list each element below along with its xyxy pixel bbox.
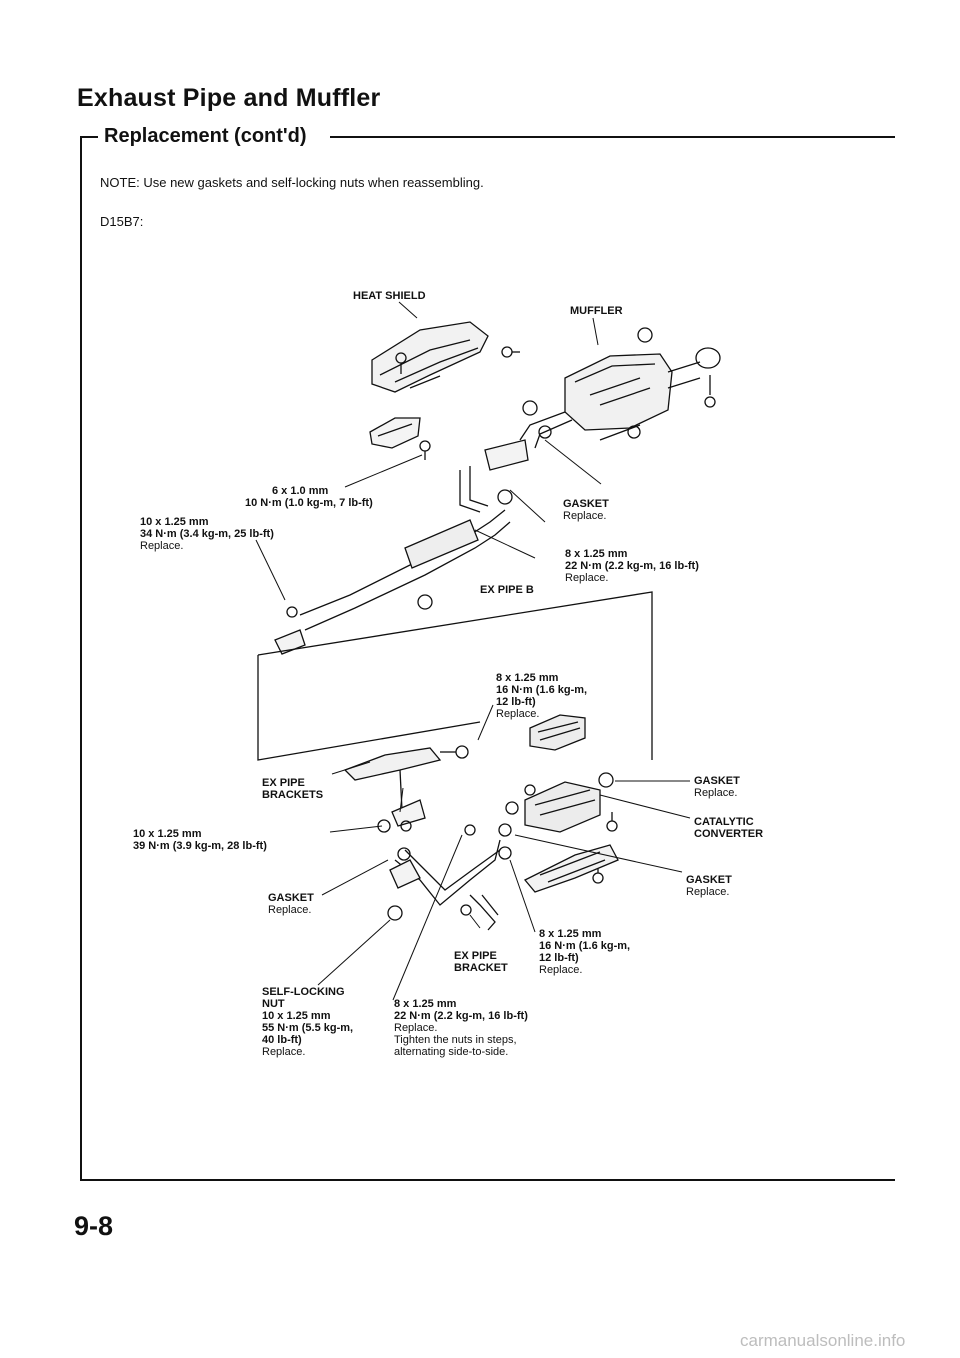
subtitle-rule-left <box>80 136 98 138</box>
catalytic-converter-callout: CATALYTIC CONVERTER <box>694 816 763 840</box>
ex-pipe-brackets-line2: BRACKETS <box>262 789 324 801</box>
gasket-muffler-callout: GASKET Replace. <box>563 498 609 522</box>
bolt-10x125-lower-callout: 10 x 1.25 mm 39 N·m (3.9 kg-m, 28 lb-ft) <box>133 828 267 852</box>
nut-8x125-muffler-size: 8 x 1.25 mm <box>565 548 628 560</box>
nut-8x125-front-tip-1: Tighten the nuts in steps, <box>394 1034 517 1046</box>
self-locking-nut-line2: NUT <box>262 998 285 1010</box>
nut-8x125-cat-action: Replace. <box>539 964 583 976</box>
page-number: 9-8 <box>74 1211 114 1241</box>
self-locking-nut-torque-1: 55 N·m (5.5 kg-m, <box>262 1022 354 1034</box>
nut-8x125-front-size: 8 x 1.25 mm <box>394 998 457 1010</box>
muffler-label: MUFFLER <box>570 305 623 317</box>
section-subtitle: Replacement (cont'd) <box>104 125 307 147</box>
watermark-text: carmanualsonline.info <box>740 1331 906 1350</box>
bolt-10x125-lower-torque: 39 N·m (3.9 kg-m, 28 lb-ft) <box>133 840 267 852</box>
gasket-cat-rear-callout: GASKET Replace. <box>694 775 740 799</box>
gasket-cat-front-name: GASKET <box>686 874 732 886</box>
nut-8x125-muffler-torque: 22 N·m (2.2 kg-m, 16 lb-ft) <box>565 560 699 572</box>
bolt-8x125-bracket-torque-1: 16 N·m (1.6 kg-m, <box>496 684 588 696</box>
engine-model: D15B7: <box>100 214 144 229</box>
self-locking-nut-action: Replace. <box>262 1046 306 1058</box>
bolt-6x1-torque-callout: 10 N·m (1.0 kg-m, 7 lb-ft) <box>245 497 373 509</box>
ex-pipe-brackets-callout: EX PIPE BRACKETS <box>262 777 323 801</box>
nut-8x125-front-tip-2: alternating side-to-side. <box>394 1046 509 1058</box>
catalytic-converter-line1: CATALYTIC <box>694 816 754 828</box>
bolt-10x125-top-action: Replace. <box>140 540 184 552</box>
bolt-10x125-top-torque: 34 N·m (3.4 kg-m, 25 lb-ft) <box>140 528 274 540</box>
nut-8x125-cat-torque-1: 16 N·m (1.6 kg-m, <box>539 940 631 952</box>
ex-pipe-bracket-callout: EX PIPE BRACKET <box>454 950 508 974</box>
bolt-8x125-bracket-callout: 8 x 1.25 mm 16 N·m (1.6 kg-m, 12 lb-ft) … <box>496 672 587 720</box>
gasket-muffler-action: Replace. <box>563 510 607 522</box>
catalytic-converter-line2: CONVERTER <box>694 828 764 840</box>
gasket-cat-front-callout: GASKET Replace. <box>686 874 732 898</box>
nut-8x125-cat-callout: 8 x 1.25 mm 16 N·m (1.6 kg-m, 12 lb-ft) … <box>539 928 630 976</box>
nut-8x125-cat-torque-2: 12 lb-ft) <box>539 952 579 964</box>
bolt-10x125-lower-size: 10 x 1.25 mm <box>133 828 202 840</box>
note-text: NOTE: Use new gaskets and self-locking n… <box>100 175 484 190</box>
gasket-cat-rear-action: Replace. <box>694 787 738 799</box>
ex-pipe-bracket-line2: BRACKET <box>454 962 508 974</box>
gasket-manifold-callout: GASKET Replace. <box>268 892 314 916</box>
nut-8x125-front-torque: 22 N·m (2.2 kg-m, 16 lb-ft) <box>394 1010 528 1022</box>
heat-shield-label: HEAT SHIELD <box>353 290 426 302</box>
self-locking-nut-callout: SELF-LOCKING NUT 10 x 1.25 mm 55 N·m (5.… <box>262 986 353 1058</box>
gasket-manifold-action: Replace. <box>268 904 312 916</box>
nut-8x125-cat-size: 8 x 1.25 mm <box>539 928 602 940</box>
nut-8x125-front-action: Replace. <box>394 1022 438 1034</box>
gasket-manifold-name: GASKET <box>268 892 314 904</box>
left-margin-rule <box>80 136 82 1180</box>
gasket-muffler-name: GASKET <box>563 498 609 510</box>
bolt-8x125-bracket-action: Replace. <box>496 708 540 720</box>
ex-pipe-brackets-line1: EX PIPE <box>262 777 305 789</box>
nut-8x125-muffler-callout: 8 x 1.25 mm 22 N·m (2.2 kg-m, 16 lb-ft) … <box>565 548 699 584</box>
bolt-8x125-bracket-size: 8 x 1.25 mm <box>496 672 559 684</box>
page-title: Exhaust Pipe and Muffler <box>77 84 381 112</box>
ex-pipe-bracket-line1: EX PIPE <box>454 950 497 962</box>
ex-pipe-b-label: EX PIPE B <box>480 584 534 596</box>
gasket-cat-front-action: Replace. <box>686 886 730 898</box>
bolt-6x1-torque: 10 N·m (1.0 kg-m, 7 lb-ft) <box>245 497 373 509</box>
bolt-6x1-size: 6 x 1.0 mm <box>272 485 329 497</box>
bolt-10x125-top-size: 10 x 1.25 mm <box>140 516 209 528</box>
gasket-cat-rear-name: GASKET <box>694 775 740 787</box>
bolt-6x1-callout: 6 x 1.0 mm <box>272 485 328 497</box>
self-locking-nut-size: 10 x 1.25 mm <box>262 1010 331 1022</box>
nut-8x125-front-callout: 8 x 1.25 mm 22 N·m (2.2 kg-m, 16 lb-ft) … <box>394 998 528 1058</box>
bolt-10x125-top-callout: 10 x 1.25 mm 34 N·m (3.4 kg-m, 25 lb-ft)… <box>140 516 274 552</box>
nut-8x125-muffler-action: Replace. <box>565 572 609 584</box>
bolt-8x125-bracket-torque-2: 12 lb-ft) <box>496 696 536 708</box>
self-locking-nut-torque-2: 40 lb-ft) <box>262 1034 302 1046</box>
self-locking-nut-line1: SELF-LOCKING <box>262 986 345 998</box>
subtitle-rule-right <box>330 136 895 138</box>
